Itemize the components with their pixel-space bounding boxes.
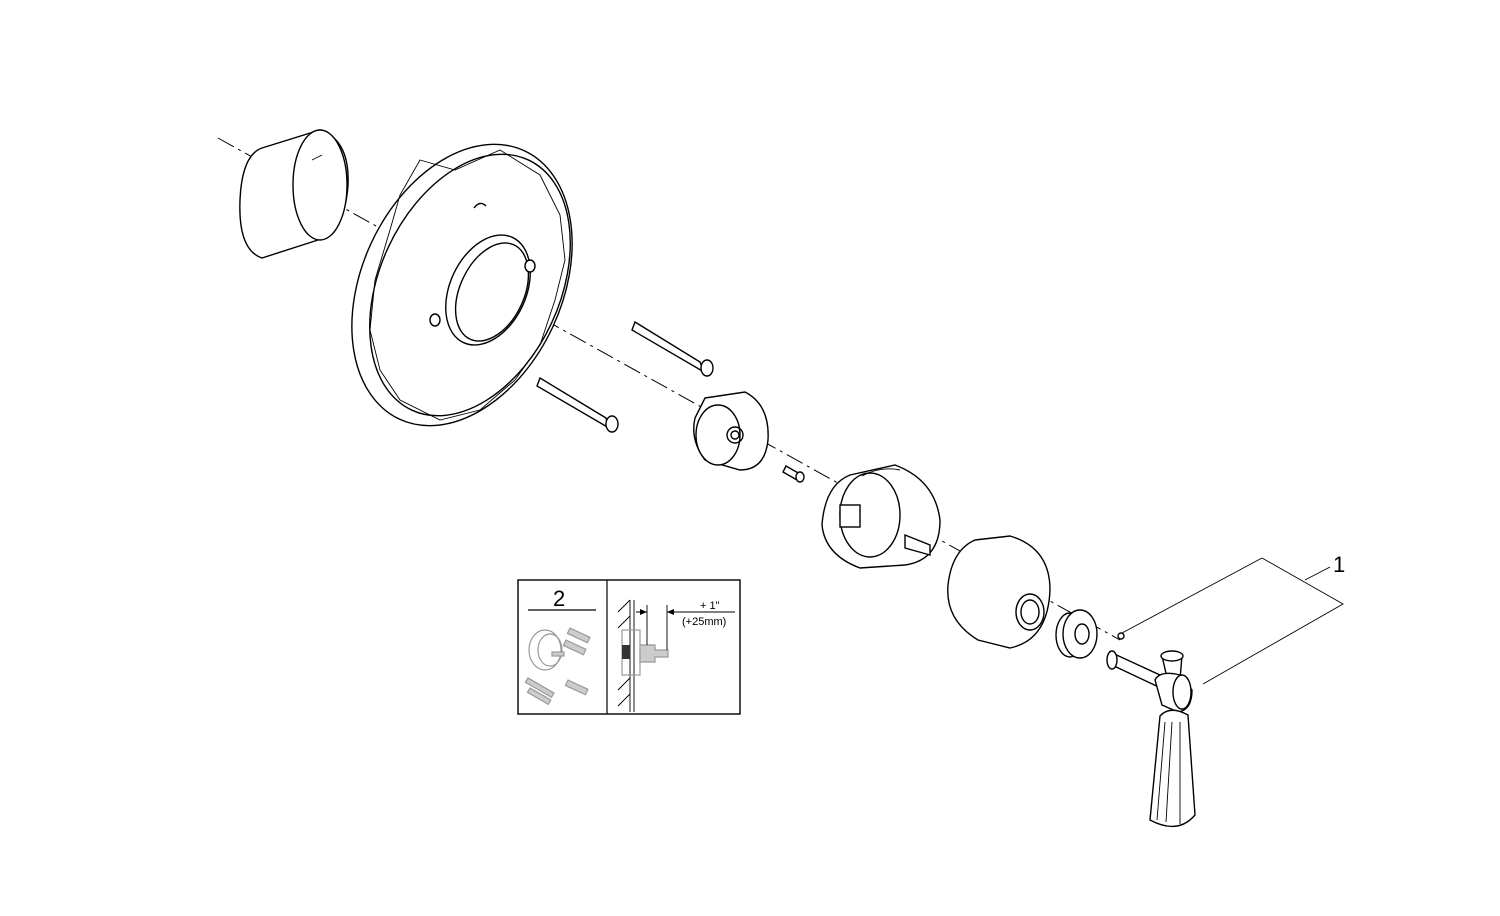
- adapter: [693, 391, 769, 471]
- callout-2-label: 2: [553, 586, 565, 611]
- wall-sleeve: [239, 129, 349, 259]
- lever-handle: [1106, 632, 1196, 828]
- valve-cartridge: [821, 464, 941, 569]
- depth-imperial: + 1": [700, 600, 720, 612]
- service-kit-parts: [524, 627, 591, 706]
- mounting-screw-lower: [536, 376, 619, 433]
- escutcheon-plate: [351, 143, 573, 427]
- logo-mark: [473, 202, 487, 209]
- mounting-screw-upper: [631, 320, 714, 377]
- callout-1-label: 1: [1333, 552, 1345, 577]
- small-screw: [782, 465, 805, 483]
- callout-1-leader: [1121, 557, 1344, 685]
- handle-sleeve-cap: [947, 535, 1051, 649]
- retaining-ring: [1055, 609, 1098, 659]
- inset-box: 2 + 1" (+25mm): [517, 579, 741, 715]
- depth-metric: (+25mm): [682, 616, 726, 628]
- installation-depth-drawing: [617, 599, 735, 712]
